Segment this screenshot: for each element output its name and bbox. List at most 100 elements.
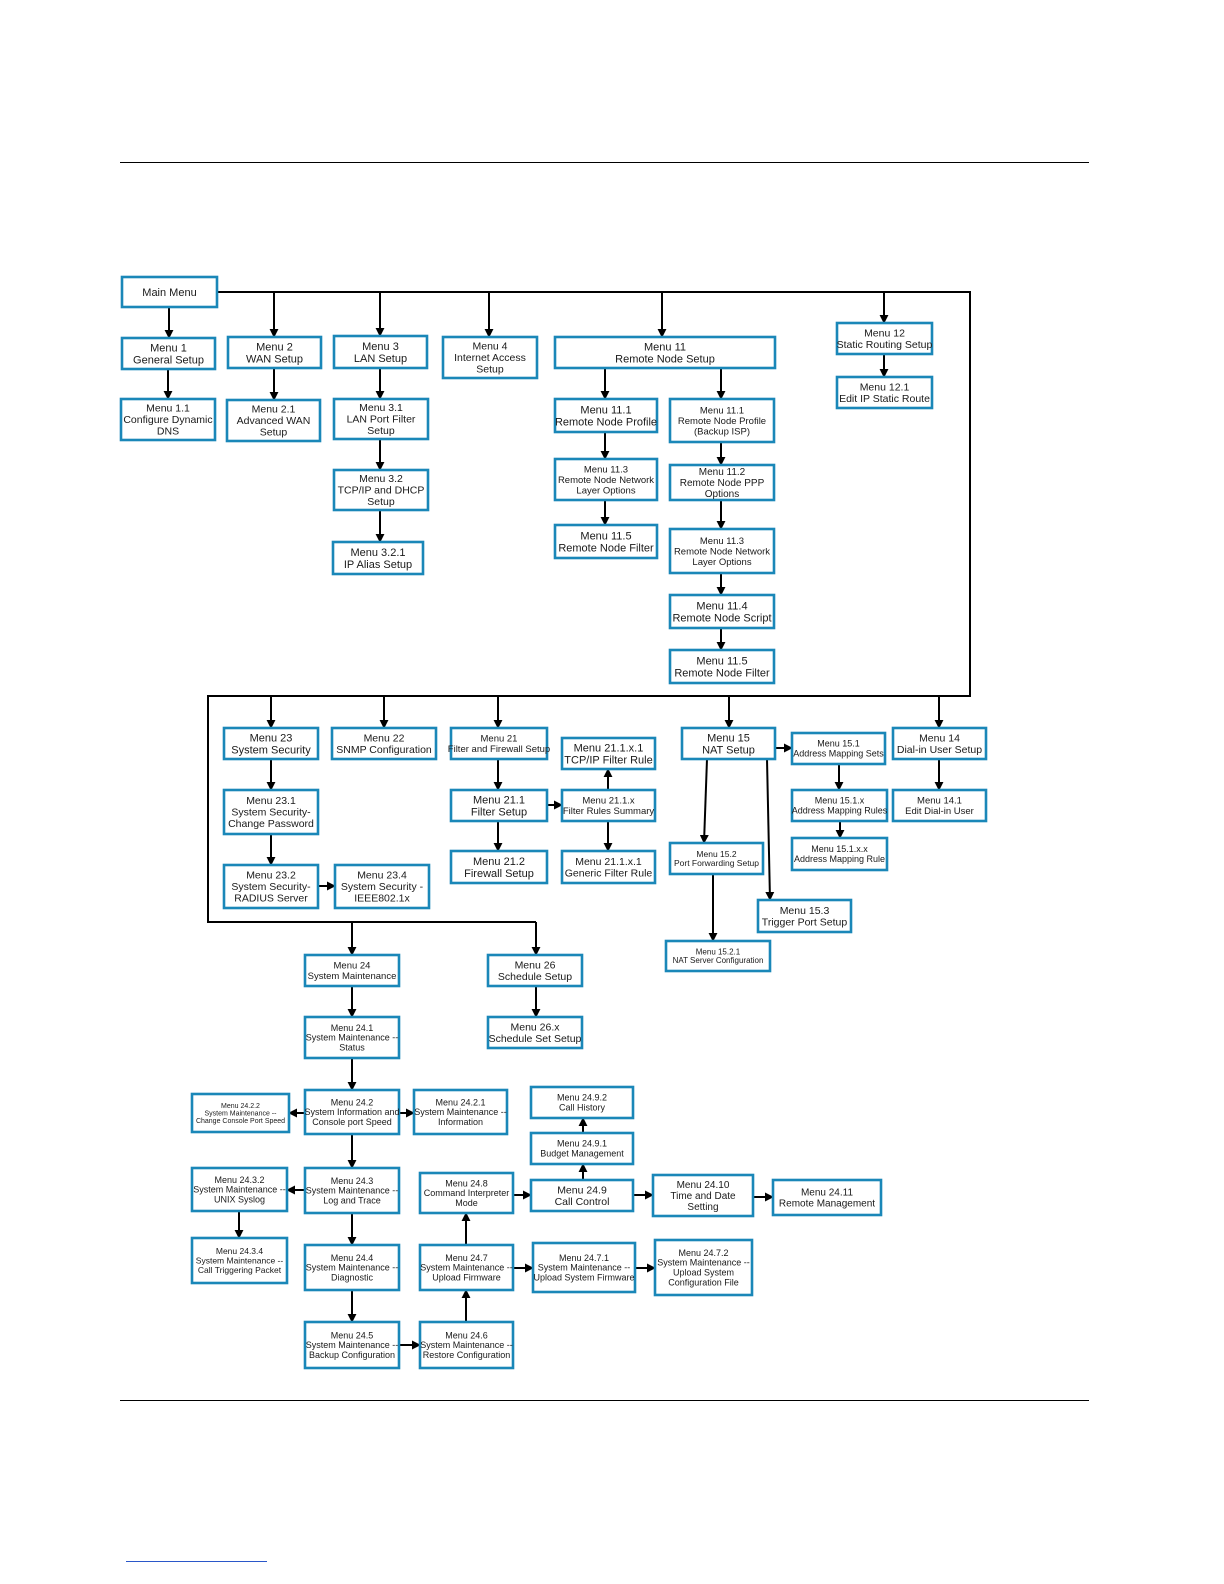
menu-box-label: Remote Node Network <box>558 475 654 486</box>
menu-box-frame <box>668 397 776 444</box>
menu-box-label: DNS <box>157 426 179 438</box>
menu-box-label: Menu 22 <box>364 732 405 744</box>
menu-box-label: Menu 1.1 <box>146 403 190 415</box>
menu-box-frame <box>449 726 549 761</box>
menu-box-label: Time and Date <box>670 1191 736 1202</box>
menu-box-frame <box>303 1320 401 1370</box>
menu-box-label: Address Mapping Sets <box>793 749 884 759</box>
menu-box-label: Trigger Port Setup <box>762 916 848 928</box>
menu-box-label: Remote Node Filter <box>558 542 654 554</box>
menu-box-frame <box>222 726 320 761</box>
menu-box-label: TCP/IP and DHCP <box>338 485 425 497</box>
menu-box-frame <box>225 398 322 443</box>
menu-box-m3-2-1: Menu 3.2.1IP Alias Setup <box>331 540 425 576</box>
menu-box-frame <box>756 898 853 934</box>
menu-box-label: Setup <box>476 364 504 376</box>
menu-box-label: Menu 24.9 <box>557 1184 607 1196</box>
menu-box-label: Menu 12.1 <box>860 381 910 393</box>
menu-box-frame <box>560 849 657 885</box>
menu-box-label: Menu 23.4 <box>357 870 407 882</box>
menu-box-label: Upload System <box>673 1268 734 1278</box>
menu-box-label: SNMP Configuration <box>336 744 432 756</box>
menu-box-frame <box>891 726 988 761</box>
menu-box-label: Backup Configuration <box>309 1350 395 1360</box>
menu-box-label: System Maintenance -- <box>306 1186 399 1196</box>
menu-box-label: Menu 24.5 <box>331 1330 374 1340</box>
footer-link-underline <box>126 1561 267 1562</box>
menu-box-frame <box>553 523 659 560</box>
menu-box-label: Mode <box>455 1198 478 1208</box>
menu-box-label: IEEE802.1x <box>354 893 410 905</box>
menu-box-frame <box>120 275 219 309</box>
menu-box-frame <box>668 593 776 630</box>
menu-box-label: Menu 24.11 <box>801 1188 854 1199</box>
menu-box-label: Firewall Setup <box>464 868 534 880</box>
menu-box-label: System Maintenance -- <box>538 1263 631 1273</box>
menu-box-frame <box>486 1015 584 1050</box>
menu-box-label: WAN Setup <box>246 353 303 365</box>
menu-box-label: Schedule Setup <box>498 971 572 983</box>
menu-box-label: Information <box>438 1117 483 1127</box>
menu-box-frame <box>529 1085 635 1120</box>
menu-box-label: LAN Port Filter <box>347 414 416 426</box>
menu-box-frame <box>664 939 772 973</box>
menu-box-label: System Maintenance <box>308 971 397 982</box>
menu-box-label: System Maintenance -- <box>205 1111 278 1118</box>
menu-box-label: System Maintenance -- <box>657 1258 750 1268</box>
menu-box-frame <box>668 527 776 575</box>
menu-box-frame <box>529 1131 635 1166</box>
menu-box-label: IP Alias Setup <box>344 559 412 571</box>
menu-box-label: Remote Node PPP <box>680 478 765 489</box>
menu-box-label: Remote Node Setup <box>615 353 715 365</box>
menu-box-label: Setup <box>367 496 395 508</box>
menu-box-label: Menu 1 <box>150 342 187 354</box>
menu-box-label: Menu 11.1 <box>700 405 744 416</box>
menu-box-label: (Backup ISP) <box>694 426 750 437</box>
menu-box-label: Budget Management <box>540 1149 624 1159</box>
menu-box-label: Menu 21.1 <box>473 794 525 806</box>
menu-box-label: System Maintenance -- <box>196 1256 284 1266</box>
menu-box-label: Menu 11.4 <box>696 600 747 612</box>
menu-box-label: Diagnostic <box>331 1273 374 1283</box>
menu-box-label: Restore Configuration <box>423 1350 511 1360</box>
menu-box-label: Menu 24.4 <box>331 1253 374 1263</box>
menu-box-label: System Maintenance -- <box>306 1263 399 1273</box>
menu-box-label: Upload System Firmware <box>533 1273 634 1283</box>
menu-box-label: Menu 15.1.x.x <box>811 844 868 854</box>
menu-box-label: Menu 24.6 <box>445 1330 488 1340</box>
menu-box-label: Menu 4 <box>472 341 507 353</box>
menu-box-label: Remote Node Network <box>674 546 770 557</box>
menu-box-label: Menu 11.3 <box>700 536 744 547</box>
menu-box-label: Filter Rules Summary <box>563 806 655 817</box>
menu-box-label: Menu 14 <box>919 732 960 744</box>
menu-box-label: General Setup <box>133 354 204 366</box>
menu-box-label: Configuration File <box>668 1278 739 1288</box>
menu-box-label: Upload Firmware <box>432 1273 501 1283</box>
menu-box-label: Menu 21.1.x.1 <box>574 742 644 754</box>
menu-box-frame <box>331 540 425 576</box>
menu-box-label: Menu 21.1.x.1 <box>575 856 642 868</box>
